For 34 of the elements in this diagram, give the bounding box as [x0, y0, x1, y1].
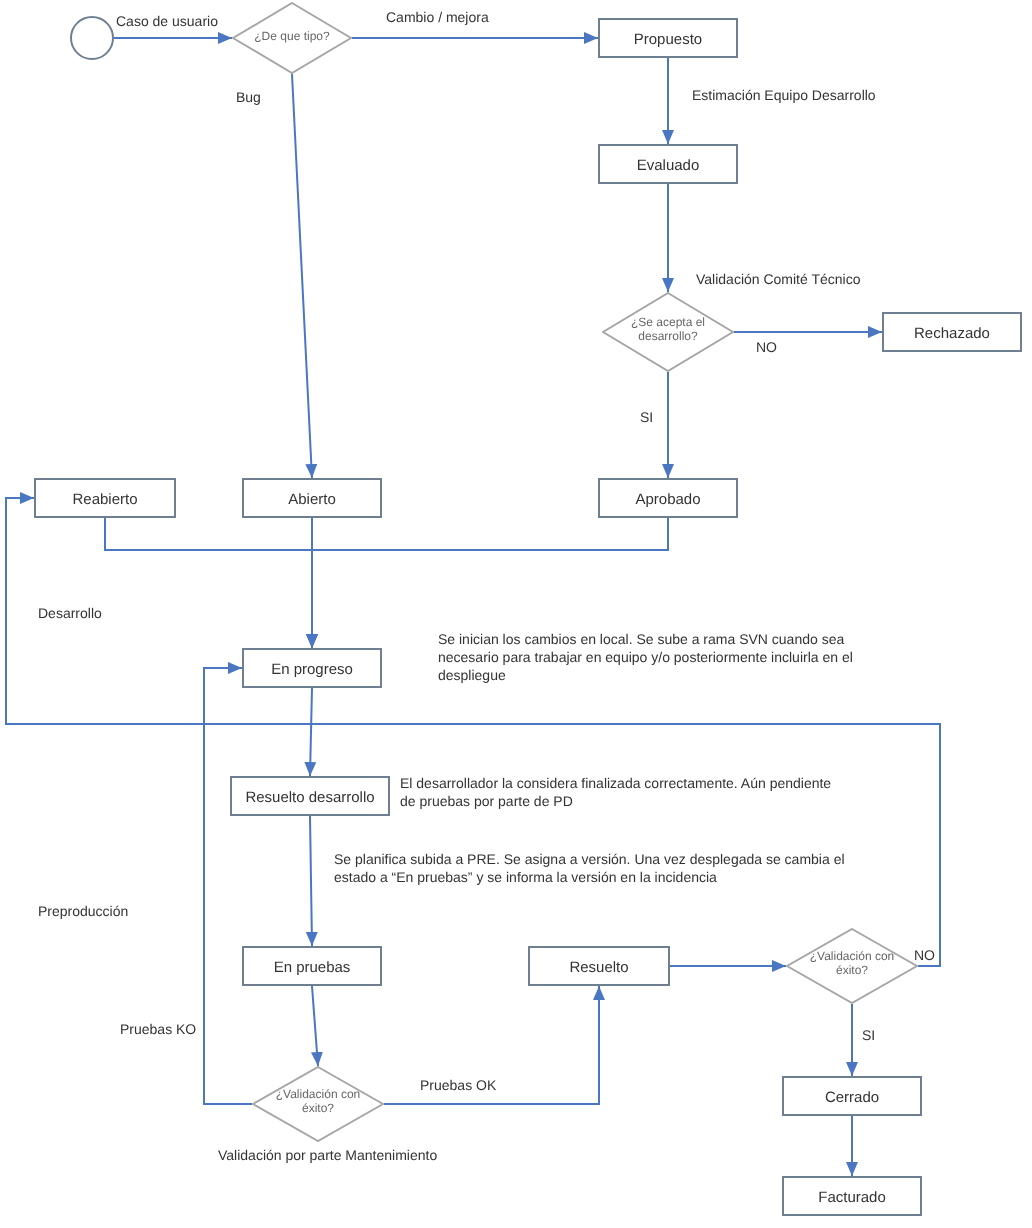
decision-diamond	[786, 928, 918, 1004]
state-box	[598, 18, 738, 58]
state-box	[242, 478, 382, 518]
state-box	[230, 776, 390, 816]
state-box	[882, 312, 1022, 352]
arrow	[846, 1003, 858, 1077]
state-box	[782, 1076, 922, 1116]
arrow	[383, 985, 605, 1105]
state-box	[528, 946, 670, 986]
arrow	[203, 662, 253, 1105]
state-box	[242, 946, 382, 986]
arrow	[304, 687, 317, 777]
state-box	[598, 478, 738, 518]
decision-diamond	[252, 1066, 384, 1142]
arrow	[291, 73, 318, 479]
state-box	[598, 144, 738, 184]
arrow	[113, 32, 233, 44]
arrow	[5, 492, 941, 967]
arrow	[669, 960, 787, 972]
decision-diamond	[602, 292, 734, 372]
arrow	[310, 985, 323, 1067]
arrow	[662, 371, 674, 479]
arrow	[662, 57, 674, 145]
arrow	[306, 517, 669, 649]
state-box	[242, 648, 382, 688]
start-circle	[70, 16, 114, 60]
state-box	[782, 1176, 922, 1216]
arrow	[846, 1115, 858, 1177]
arrow	[733, 326, 883, 338]
decision-diamond	[232, 2, 352, 74]
arrow	[351, 32, 599, 44]
arrow	[305, 815, 318, 947]
arrow	[662, 183, 674, 293]
state-box	[34, 478, 176, 518]
